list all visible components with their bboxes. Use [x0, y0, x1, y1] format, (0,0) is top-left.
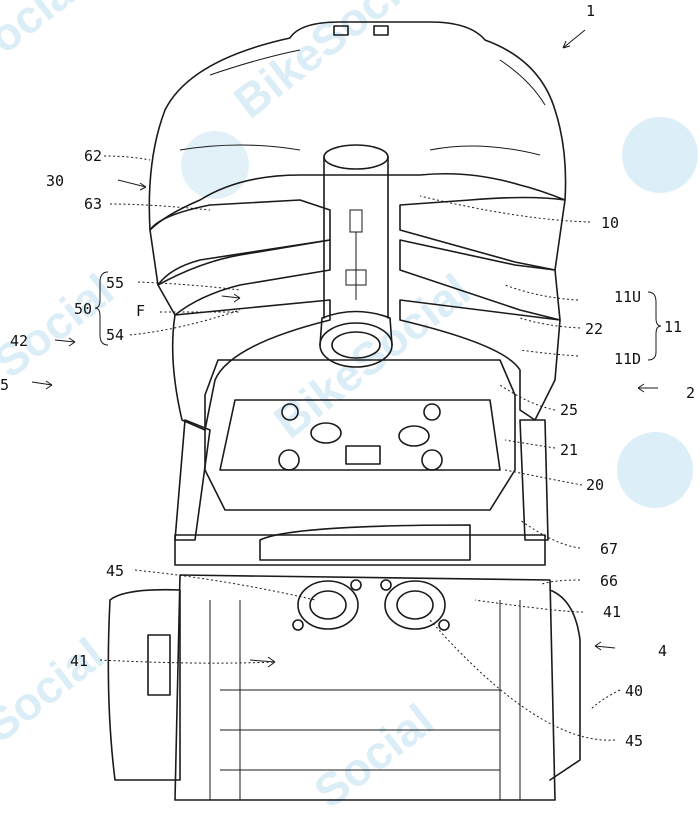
- label-22: 22: [585, 320, 603, 338]
- arrow-5: [31, 380, 53, 390]
- label-54: 54: [106, 326, 124, 344]
- arrow-30: [117, 179, 147, 191]
- watermark-logo-icon-2: [617, 432, 693, 508]
- label-10: 10: [601, 214, 619, 232]
- label-41-right: 41: [603, 603, 621, 621]
- label-11: 11: [664, 318, 682, 336]
- watermark-fragment-bottom-center: Social: [304, 693, 443, 814]
- label-20: 20: [586, 476, 604, 494]
- reference-labels: 1 2 4 5 10 11 11U 11D 20 21 22 25 30 40 …: [0, 2, 695, 750]
- watermark-fragment-left: Social: [0, 263, 123, 387]
- arrow-4: [594, 641, 616, 651]
- leader-lines: [99, 155, 621, 741]
- arrow-1: [562, 29, 586, 49]
- air-box: [204, 359, 516, 511]
- label-5: 5: [0, 376, 9, 394]
- watermark-text: BikeSocial: [224, 0, 439, 128]
- label-2: 2: [686, 384, 695, 402]
- label-4: 4: [658, 642, 667, 660]
- label-40: 40: [625, 682, 643, 700]
- watermark-text-center: BikeSocial: [264, 264, 479, 448]
- label-11D: 11D: [614, 350, 641, 368]
- label-63: 63: [84, 195, 102, 213]
- bracket-11: [647, 291, 662, 361]
- arrow-2: [637, 383, 658, 393]
- label-67: 67: [600, 540, 618, 558]
- label-11U: 11U: [614, 288, 641, 306]
- watermark-fragment-top: eSocial: [0, 0, 93, 98]
- label-30: 30: [46, 172, 64, 190]
- fuel-tank: [148, 21, 567, 231]
- label-F: F: [136, 302, 145, 320]
- label-25: 25: [560, 401, 578, 419]
- label-42: 42: [10, 332, 28, 350]
- watermark-fragment-bottom: eSocial: [0, 628, 113, 768]
- label-45-bottom: 45: [625, 732, 643, 750]
- direction-arrows: [31, 29, 658, 668]
- arrow-F: [221, 293, 241, 303]
- label-66: 66: [600, 572, 618, 590]
- label-21: 21: [560, 441, 578, 459]
- head-pipe: [319, 144, 393, 368]
- arrow-41-left: [249, 656, 276, 668]
- arrow-42: [54, 337, 76, 347]
- label-41-left: 41: [70, 652, 88, 670]
- label-55: 55: [106, 274, 124, 292]
- watermark-logo-icon: [622, 117, 698, 193]
- engine: [107, 524, 581, 801]
- label-62: 62: [84, 147, 102, 165]
- label-45-top: 45: [106, 562, 124, 580]
- watermark-logo-icon-3: [181, 131, 249, 199]
- label-50: 50: [74, 300, 92, 318]
- bracket-50: [94, 271, 109, 346]
- label-1: 1: [586, 2, 595, 20]
